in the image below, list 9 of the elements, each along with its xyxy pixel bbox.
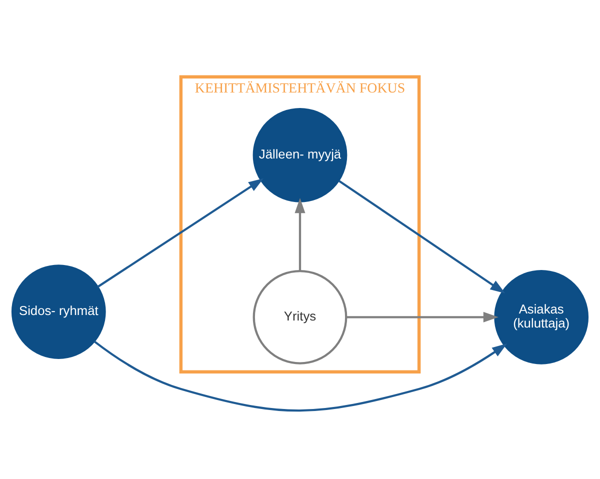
arrow xyxy=(97,178,264,288)
node-circle: Asiakas (kuluttaja) xyxy=(494,270,589,364)
arrow xyxy=(294,198,306,271)
node-circle: Jälleen- myyjä xyxy=(252,108,348,202)
arrow xyxy=(94,340,508,412)
node-circle: Yritys xyxy=(252,270,348,364)
arrow xyxy=(346,312,498,322)
node-circle: Sidos- ryhmät xyxy=(11,264,106,359)
arrow xyxy=(338,180,506,294)
